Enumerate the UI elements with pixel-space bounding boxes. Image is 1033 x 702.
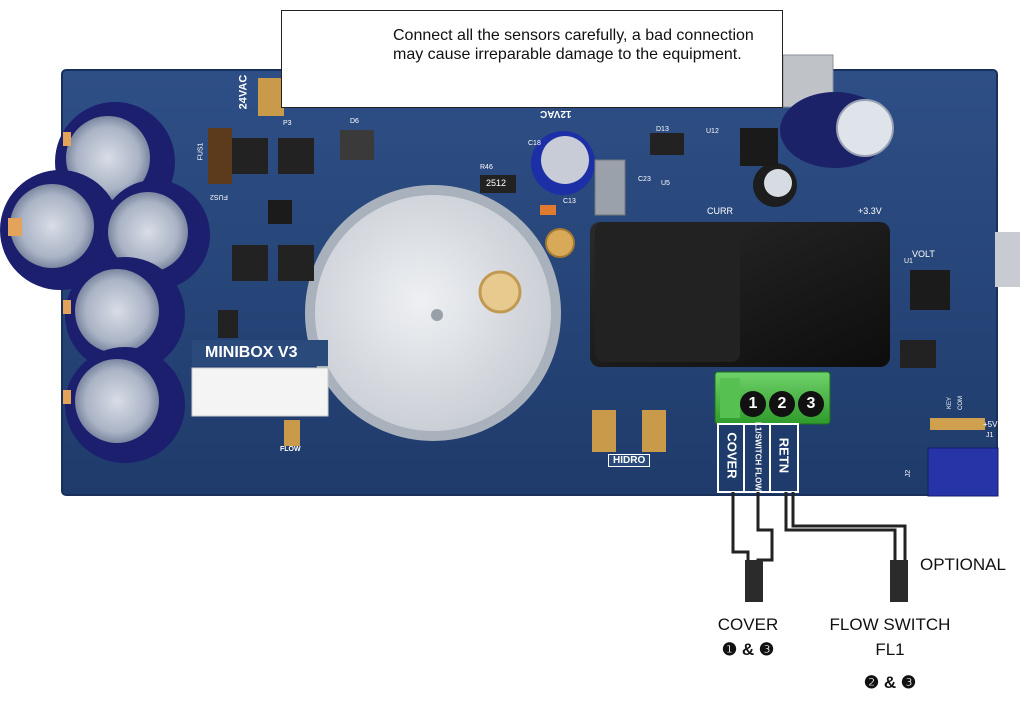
silk-flow: FLOW	[280, 446, 301, 453]
terminal-number-2: 2	[777, 395, 787, 412]
silk-c13: C13	[563, 198, 576, 205]
silk-d13: D13	[656, 126, 669, 133]
silk-5v: +5V	[983, 420, 998, 429]
silk-2512: 2512	[486, 178, 507, 188]
silk-curr: CURR	[707, 206, 733, 216]
warning-box	[281, 10, 783, 108]
warning-text: Connect all the sensors carefully, a bad…	[393, 27, 754, 63]
fl1-label: FL1	[875, 640, 905, 659]
silk-u5: U5	[661, 180, 670, 187]
silk-c18: C18	[528, 140, 541, 147]
pin-label-retn: RETN	[776, 437, 792, 474]
optional-label: OPTIONAL	[920, 555, 1006, 574]
silk-j1: J1	[986, 432, 994, 439]
silk-fus1: FUS1	[197, 142, 205, 161]
pin-label-cover: COVER	[724, 432, 740, 479]
terminal-2	[769, 391, 795, 417]
silk-12vac: 12VAC	[540, 108, 572, 119]
silk-u1: U1	[904, 258, 913, 265]
silk-com: COM	[958, 396, 964, 410]
terminal-3	[798, 391, 824, 417]
silk-24vac: 24VAC	[237, 74, 250, 110]
silk-gnd: GND	[1004, 290, 1018, 296]
silk-r46: R46	[480, 164, 493, 171]
board-title: MINIBOX V3	[205, 344, 298, 361]
silk-j2: J2	[905, 469, 913, 478]
terminal-1	[740, 391, 766, 417]
silk-key: KEY	[947, 396, 954, 410]
silk-p3: P3	[283, 120, 292, 127]
silk-3v3: +3.3V	[858, 206, 882, 216]
silk-volt: VOLT	[912, 249, 935, 259]
flow-switch-label: FLOW SWITCH	[829, 615, 951, 634]
flow-pins-label: ❷ & ❸	[863, 673, 917, 692]
left-capacitors	[0, 102, 210, 463]
pin-label-flow: L1/SWITCH FLOW	[753, 422, 763, 491]
terminal-number-1: 1	[748, 395, 758, 412]
silk-fus2: FUS2	[210, 193, 228, 200]
terminal-number-3: 3	[806, 395, 816, 412]
cover-label: COVER	[717, 615, 779, 634]
silk-c23: C23	[638, 176, 651, 183]
cover-pins-label: ❶ & ❸	[721, 640, 775, 659]
silk-d6: D6	[350, 118, 359, 125]
label-sticker	[191, 367, 329, 417]
silk-hidro: HIDRO	[608, 454, 651, 467]
silk-u12: U12	[706, 128, 719, 135]
